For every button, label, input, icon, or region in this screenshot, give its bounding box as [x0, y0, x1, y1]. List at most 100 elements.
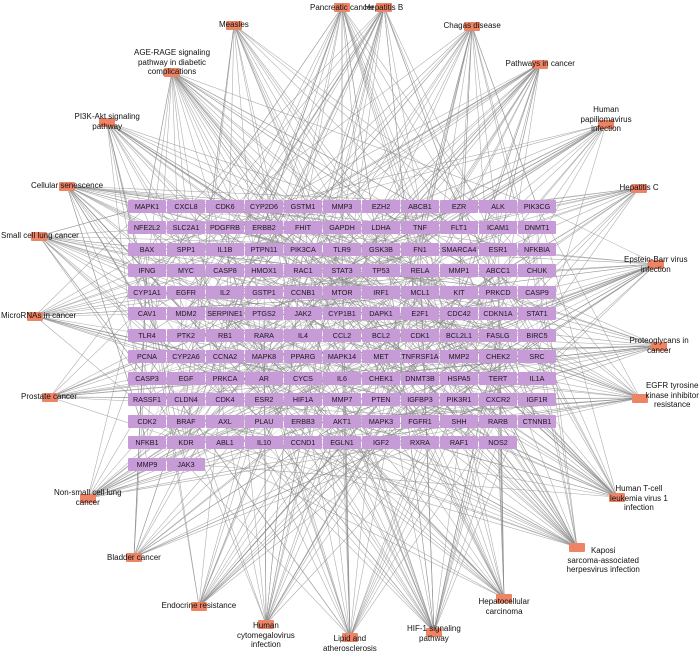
gene-node[interactable]: MMP7: [323, 392, 361, 406]
gene-node[interactable]: DAPK1: [362, 306, 400, 320]
gene-node[interactable]: IL10: [245, 435, 283, 449]
gene-node[interactable]: AKT1: [323, 414, 361, 428]
gene-node[interactable]: BCL2: [362, 328, 400, 342]
gene-node[interactable]: EZR: [440, 199, 478, 213]
gene-node[interactable]: MAPK1: [128, 199, 166, 213]
gene-node[interactable]: MMP1: [440, 263, 478, 277]
gene-node[interactable]: CAV1: [128, 306, 166, 320]
pathway-node[interactable]: [226, 20, 242, 30]
gene-node[interactable]: NFKBIA: [518, 242, 556, 256]
gene-node[interactable]: PDGFRB: [206, 220, 244, 234]
gene-node[interactable]: GAPDH: [323, 220, 361, 234]
pathway-node[interactable]: [651, 341, 667, 351]
gene-node[interactable]: TLR9: [323, 242, 361, 256]
pathway-node[interactable]: [191, 601, 207, 611]
pathway-node[interactable]: [80, 493, 96, 503]
gene-node[interactable]: CCNA2: [206, 349, 244, 363]
pathway-node[interactable]: [342, 632, 358, 642]
gene-node[interactable]: TNFRSF1A: [401, 349, 439, 363]
gene-node[interactable]: KDR: [167, 435, 205, 449]
gene-node[interactable]: PTGS2: [245, 306, 283, 320]
gene-node[interactable]: PPARG: [284, 349, 322, 363]
pathway-node[interactable]: [496, 593, 512, 603]
gene-node[interactable]: PIK3CG: [518, 199, 556, 213]
gene-node[interactable]: IL6: [323, 371, 361, 385]
gene-node[interactable]: CDK2: [128, 414, 166, 428]
gene-node[interactable]: TP53: [362, 263, 400, 277]
gene-node[interactable]: JAK2: [284, 306, 322, 320]
gene-node[interactable]: MMP3: [323, 199, 361, 213]
gene-node[interactable]: CCND1: [284, 435, 322, 449]
gene-node[interactable]: PIK3CA: [284, 242, 322, 256]
gene-node[interactable]: ABCB1: [401, 199, 439, 213]
gene-node[interactable]: HSPA5: [440, 371, 478, 385]
gene-node[interactable]: CDK4: [206, 392, 244, 406]
gene-node[interactable]: RXRA: [401, 435, 439, 449]
gene-node[interactable]: MDM2: [167, 306, 205, 320]
pathway-node[interactable]: [258, 619, 274, 629]
gene-node[interactable]: CHUK: [518, 263, 556, 277]
gene-node[interactable]: NFE2L2: [128, 220, 166, 234]
gene-node[interactable]: PRKCA: [206, 371, 244, 385]
gene-node[interactable]: TLR4: [128, 328, 166, 342]
gene-node[interactable]: MMP2: [440, 349, 478, 363]
pathway-node[interactable]: [42, 392, 58, 402]
gene-node[interactable]: NOS2: [479, 435, 517, 449]
gene-node[interactable]: ERBB2: [245, 220, 283, 234]
gene-node[interactable]: SMARCA4: [440, 242, 478, 256]
gene-node[interactable]: CHEK2: [479, 349, 517, 363]
gene-node[interactable]: ERBB3: [284, 414, 322, 428]
gene-node[interactable]: BRAF: [167, 414, 205, 428]
gene-node[interactable]: FN1: [401, 242, 439, 256]
gene-node[interactable]: PTPN11: [245, 242, 283, 256]
gene-node[interactable]: IL4: [284, 328, 322, 342]
pathway-node[interactable]: [59, 181, 75, 191]
pathway-node[interactable]: [126, 552, 142, 562]
gene-node[interactable]: ESR1: [479, 242, 517, 256]
gene-node[interactable]: IGF1R: [518, 392, 556, 406]
pathway-node[interactable]: [532, 59, 548, 69]
gene-node[interactable]: PTEN: [362, 392, 400, 406]
gene-node[interactable]: RARB: [479, 414, 517, 428]
gene-node[interactable]: MAPK14: [323, 349, 361, 363]
gene-node[interactable]: STAT3: [323, 263, 361, 277]
gene-node[interactable]: IGFBP3: [401, 392, 439, 406]
gene-node[interactable]: CYP2A6: [167, 349, 205, 363]
gene-node[interactable]: RASSF1: [128, 392, 166, 406]
gene-node[interactable]: FHIT: [284, 220, 322, 234]
pathway-node[interactable]: [631, 183, 647, 193]
gene-node[interactable]: EGF: [167, 371, 205, 385]
gene-node[interactable]: GSTM1: [284, 199, 322, 213]
gene-node[interactable]: TNF: [401, 220, 439, 234]
gene-node[interactable]: TERT: [479, 371, 517, 385]
gene-node[interactable]: RARA: [245, 328, 283, 342]
gene-node[interactable]: SHH: [440, 414, 478, 428]
gene-node[interactable]: RELA: [401, 263, 439, 277]
gene-node[interactable]: HIF1A: [284, 392, 322, 406]
pathway-node[interactable]: [598, 119, 614, 129]
gene-node[interactable]: IRF1: [362, 285, 400, 299]
gene-node[interactable]: STAT1: [518, 306, 556, 320]
gene-node[interactable]: EGFR: [167, 285, 205, 299]
gene-node[interactable]: DNMT1: [518, 220, 556, 234]
pathway-node[interactable]: [609, 492, 625, 502]
gene-node[interactable]: FGFR1: [401, 414, 439, 428]
gene-node[interactable]: IL1B: [206, 242, 244, 256]
pathway-node[interactable]: [164, 67, 180, 77]
pathway-node[interactable]: [334, 2, 350, 12]
gene-node[interactable]: FASLG: [479, 328, 517, 342]
gene-node[interactable]: GSK3B: [362, 242, 400, 256]
gene-node[interactable]: SRC: [518, 349, 556, 363]
pathway-node[interactable]: [27, 311, 43, 321]
gene-node[interactable]: EZH2: [362, 199, 400, 213]
gene-node[interactable]: RAF1: [440, 435, 478, 449]
gene-node[interactable]: PRKCD: [479, 285, 517, 299]
gene-node[interactable]: CASP3: [128, 371, 166, 385]
gene-node[interactable]: CYP1B1: [323, 306, 361, 320]
gene-node[interactable]: EGLN1: [323, 435, 361, 449]
gene-node[interactable]: RB1: [206, 328, 244, 342]
gene-node[interactable]: ABCC1: [479, 263, 517, 277]
gene-node[interactable]: MTOR: [323, 285, 361, 299]
gene-node[interactable]: CASP8: [206, 263, 244, 277]
gene-node[interactable]: MYC: [167, 263, 205, 277]
